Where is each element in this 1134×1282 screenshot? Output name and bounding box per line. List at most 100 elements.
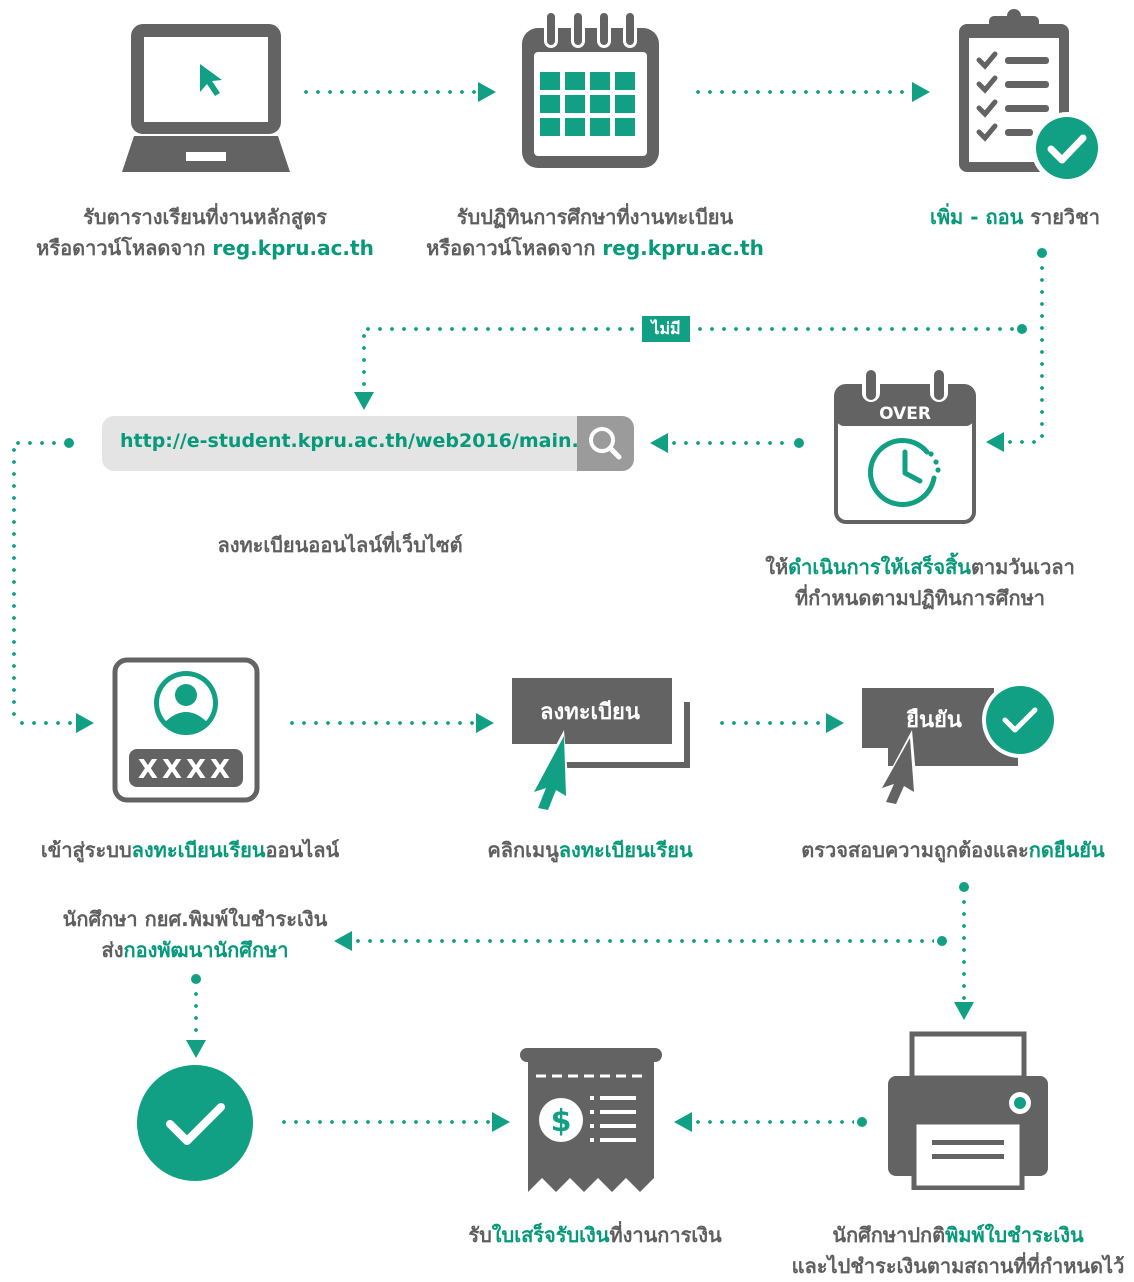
search-button[interactable] [577,416,634,471]
dot-over-left [794,438,804,448]
caption-step-4: ให้ดำเนินการให้เสร็จสิ้นตามวันเวลาที่กำห… [730,552,1110,614]
connector-1-2 [300,90,476,94]
caption-text: เข้าสู่ระบบ [40,838,132,862]
caption-text: รับตารางเรียนที่งานหลักสูตร [83,205,327,229]
confirm-button-icon: ยืนยัน [862,682,1058,810]
connector-left-down [12,444,16,722]
branch-line-down [362,330,366,390]
highlight-text: ดำเนินการให้เสร็จสิ้น [788,555,971,579]
arrow-printer-receipt [674,1112,692,1132]
caption-text: ออนไลน์ [265,838,340,862]
caption-line: รับปฏิทินการศึกษาที่งานทะเบียน [420,202,770,233]
arrow-to-url [354,392,374,410]
highlight-text: reg.kpru.ac.th [212,236,374,260]
connector-over-url [668,441,790,445]
caption-step-6: เข้าสู่ระบบลงทะเบียนเรียนออนไลน์ [20,835,360,866]
highlight-text: ใบเสร็จรับเงิน [491,1223,610,1247]
caption-step-7: คลิกเมนูลงทะเบียนเรียน [460,835,720,866]
caption-text: นักศึกษา กยศ.พิมพ์ใบชำระเงิน [62,907,328,931]
caption-text: รับ [468,1223,492,1247]
highlight-text: เพิ่ม - ถอน [930,205,1024,229]
url-text[interactable]: http://e-student.kpru.ac.th/web2016/main… [120,430,628,452]
caption-step-1: รับตารางเรียนที่งานหลักสูตรหรือดาวน์โหลด… [30,202,380,264]
branch-line-left [362,327,640,331]
highlight-text: กดยืนยัน [1028,838,1105,862]
arrow-check-receipt [492,1112,510,1132]
highlight-text: ลงทะเบียนเรียน [131,838,266,862]
dot-verify [959,882,969,892]
arrow-to-calendar [986,432,1004,452]
caption-line: หรือดาวน์โหลดจาก reg.kpru.ac.th [30,233,380,264]
caption-text: รายวิชา [1023,205,1100,229]
confirm-button-text: ยืนยัน [906,708,962,733]
calendar-over-icon: OVER [834,366,976,524]
caption-line: ตรวจสอบความถูกต้องและกดยืนยัน [776,835,1130,866]
connector-url-left [12,441,62,445]
connector-check-receipt [278,1120,490,1124]
caption-step-9: นักศึกษา กยศ.พิมพ์ใบชำระเงินส่งกองพัฒนาน… [20,904,370,966]
caption-step-10: รับใบเสร็จรับเงินที่งานการเงิน [440,1220,750,1251]
caption-text: ตรวจสอบความถูกต้องและ [801,838,1029,862]
caption-line: ลงทะเบียนออนไลน์ที่เว็บไซต์ [180,530,500,561]
caption-text: หรือดาวน์โหลดจาก [36,236,213,260]
caption-line: ส่งกองพัฒนานักศึกษา [20,935,370,966]
connector-2-3 [692,90,910,94]
caption-text: หรือดาวน์โหลดจาก [426,236,603,260]
dot-printer-left [857,1117,867,1127]
dot-loan-down [191,974,201,984]
caption-line: เข้าสู่ระบบลงทะเบียนเรียนออนไลน์ [20,835,360,866]
caption-step-5: ลงทะเบียนออนไลน์ที่เว็บไซต์ [180,530,500,561]
url-bar[interactable]: http://e-student.kpru.ac.th/web2016/main… [102,416,634,471]
caption-line: คลิกเมนูลงทะเบียนเรียน [460,835,720,866]
arrow-2-3 [912,82,930,102]
caption-line: นักศึกษาปกติพิมพ์ใบชำระเงิน [786,1220,1130,1251]
caption-text: ลงทะเบียนออนไลน์ที่เว็บไซต์ [217,533,463,557]
connector-loan-left [352,939,934,943]
check-circle-icon [137,1065,253,1181]
caption-text: รับปฏิทินการศึกษาที่งานทะเบียน [456,205,734,229]
connector-dot [1037,248,1047,258]
caption-text: คลิกเมนู [487,838,559,862]
connector-login-register [286,721,474,725]
highlight-text: พิมพ์ใบชำระเงิน [945,1223,1084,1247]
caption-text: และไปชำระเงินตามสถานที่ที่กำหนดไว้ [791,1254,1125,1278]
caption-line: เพิ่ม - ถอน รายวิชา [900,202,1130,233]
caption-line: ให้ดำเนินการให้เสร็จสิ้นตามวันเวลา [730,552,1110,583]
highlight-text: ลงทะเบียนเรียน [558,838,693,862]
arrow-to-loan [334,931,352,951]
arrow-to-printer [954,1002,974,1020]
calendar-over-text: OVER [879,404,931,424]
arrow-1-2 [478,82,496,102]
caption-line: รับตารางเรียนที่งานหลักสูตร [30,202,380,233]
dot-loan-branch [937,936,947,946]
branch-dot [1017,324,1027,334]
caption-step-8: ตรวจสอบความถูกต้องและกดยืนยัน [776,835,1130,866]
register-button-icon: ลงทะเบียน [512,678,690,816]
caption-text: ส่ง [101,938,124,962]
clipboard-check-icon [959,9,1103,183]
connector-printer-receipt [692,1120,854,1124]
branch-line-right [694,327,1016,331]
caption-line: รับใบเสร็จรับเงินที่งานการเงิน [440,1220,750,1251]
search-icon [589,427,622,460]
caption-text: ให้ [765,555,789,579]
receipt-icon: $ [520,1048,662,1192]
arrow-to-login [76,713,94,733]
calendar-icon [522,10,659,168]
caption-text: ที่กำหนดตามปฏิทินการศึกษา [794,586,1046,610]
caption-text: นักศึกษาปกติ [832,1223,946,1247]
connector-register-confirm [716,721,824,725]
caption-line: นักศึกษา กยศ.พิมพ์ใบชำระเงิน [20,904,370,935]
connector-to-calendar [1004,440,1044,444]
arrow-to-check [186,1040,206,1058]
printer-icon [888,1031,1048,1190]
laptop-icon [122,24,290,172]
connector-verify-down [962,896,966,1000]
no-badge: ไม่มี [642,316,690,342]
caption-text: ที่งานการเงิน [609,1223,722,1247]
register-button-text: ลงทะเบียน [540,700,640,725]
caption-line: และไปชำระเงินตามสถานที่ที่กำหนดไว้ [786,1251,1130,1282]
arrow-login-register [476,713,494,733]
caption-text: ตามวันเวลา [970,555,1075,579]
connector-left-to-login [16,721,74,725]
